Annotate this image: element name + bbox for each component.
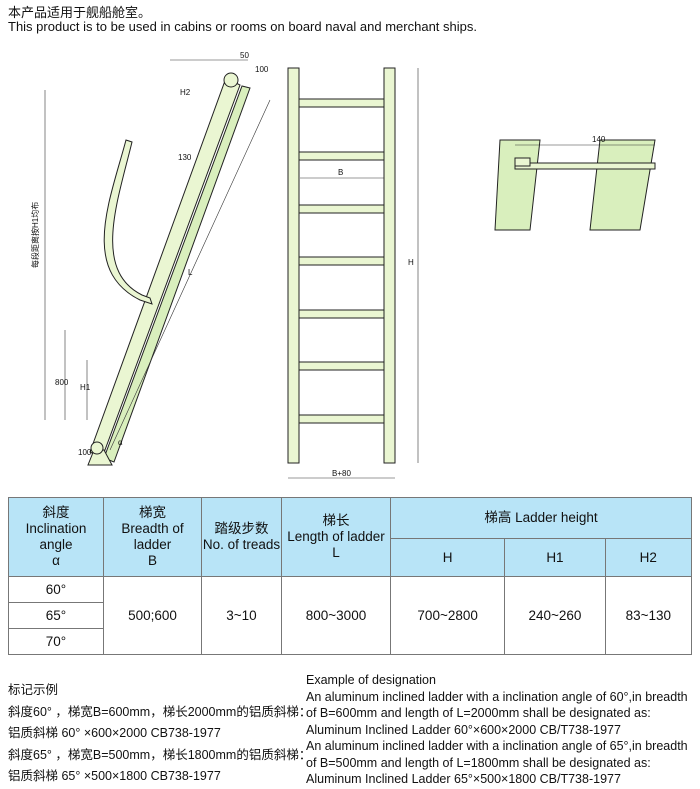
detail-bracket [514, 157, 531, 167]
angle-65: 65° [8, 602, 104, 629]
angle-60: 60° [8, 576, 104, 603]
example-en: Example of designation An aluminum incli… [306, 673, 688, 786]
h-value: 700~2800 [389, 576, 506, 655]
label-800: 800 [55, 378, 69, 387]
front-rail-right [383, 67, 396, 464]
col-h: H [389, 538, 506, 577]
detail-rail-left [494, 139, 541, 231]
side-ladder-rail-2 [103, 85, 251, 463]
treads-value: 3~10 [201, 576, 282, 655]
angle-70: 70° [8, 628, 104, 655]
label-h1: H1 [80, 383, 91, 392]
detail-tread [514, 162, 656, 170]
example-cn: 标记示例 斜度60° ，梯宽B=600mm，梯长2000mm的铝质斜梯： 铝质斜… [8, 683, 312, 783]
top-hinge [223, 72, 239, 88]
length-value: 800~3000 [281, 576, 391, 655]
h2-value: 83~130 [604, 576, 693, 655]
ladder-drawing: 每段距离按H1均布 800 H1 100 H2 50 100 L 130 α B… [30, 51, 656, 479]
label-130: 130 [178, 153, 192, 162]
intro-en: This product is to be used in cabins or … [8, 19, 477, 34]
front-treads [298, 98, 385, 424]
h1-value: 240~260 [504, 576, 606, 655]
col-h1: H1 [504, 538, 606, 577]
label-b80: B+80 [332, 469, 351, 478]
front-rail-left [287, 67, 300, 464]
breadth-value: 500;600 [103, 576, 202, 655]
handrail [103, 139, 153, 305]
label-50: 50 [240, 51, 249, 60]
label-140: 140 [592, 135, 606, 144]
label-100b: 100 [255, 65, 269, 74]
bottom-hinge [90, 441, 104, 455]
label-h: H [408, 258, 414, 267]
detail-rail-right [589, 139, 656, 231]
col-height: 梯高 Ladder height [390, 497, 692, 539]
col-h2: H2 [604, 538, 693, 577]
label-100: 100 [78, 448, 92, 457]
label-spacing: 每段距离按H1均布 [30, 202, 40, 268]
label-l: L [188, 268, 193, 277]
label-b: B [338, 168, 343, 177]
label-alpha: α [118, 438, 123, 447]
intro-cn: 本产品适用于舰船舱室。 [8, 5, 152, 20]
label-h2: H2 [180, 88, 191, 97]
